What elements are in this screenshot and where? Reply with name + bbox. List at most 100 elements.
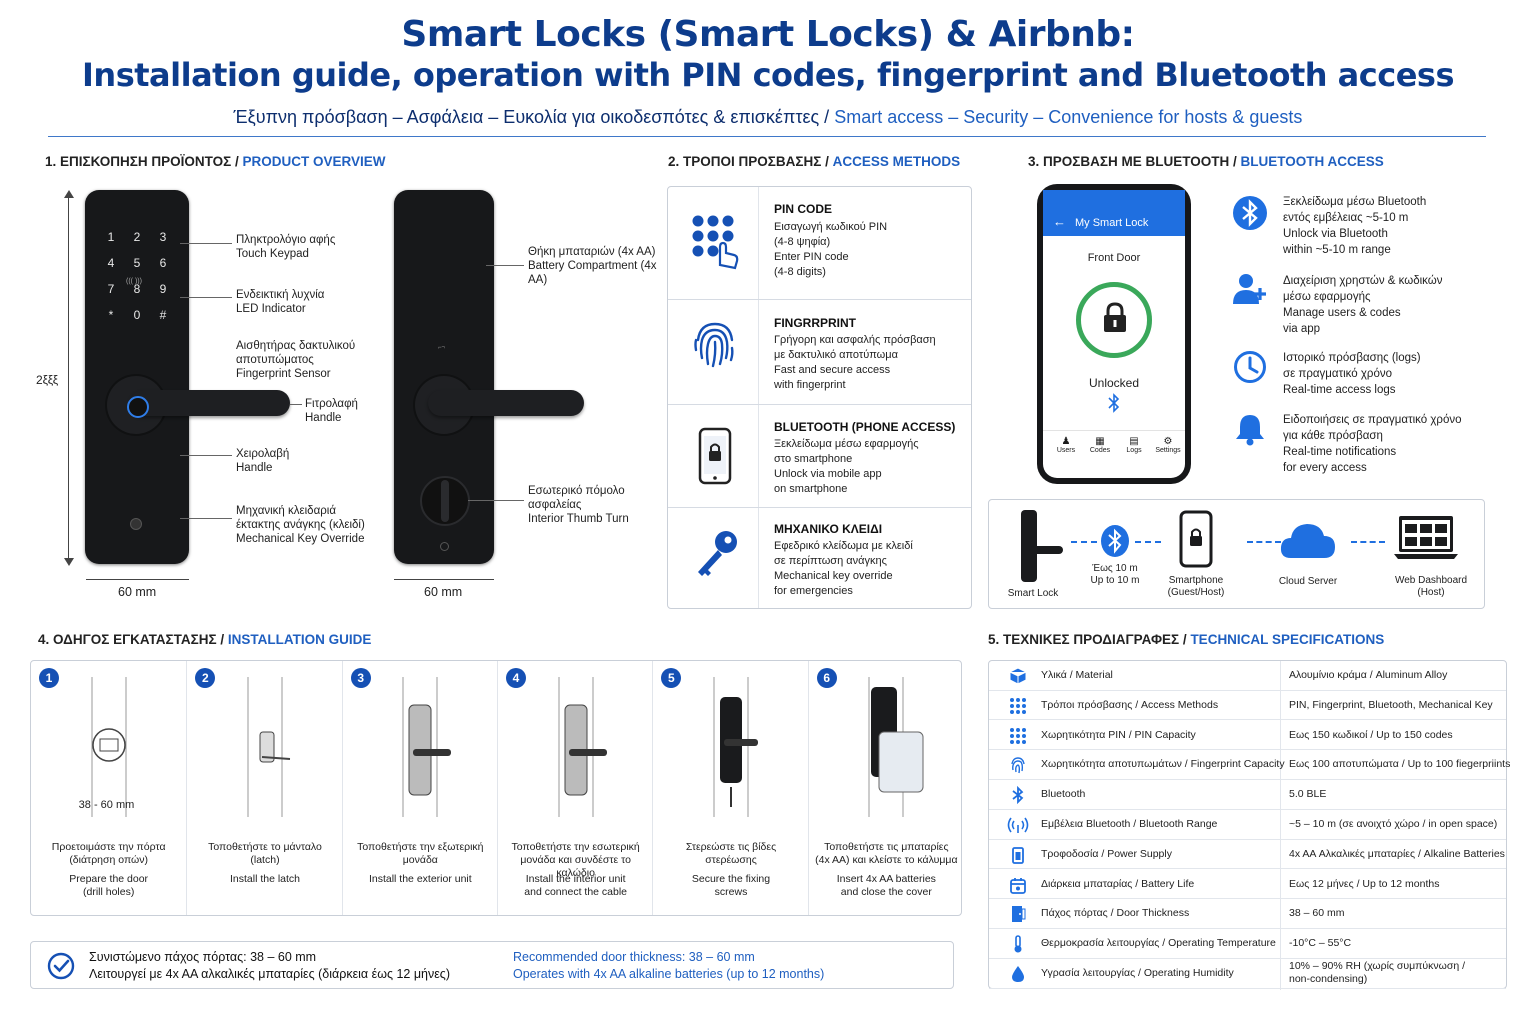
overview-heading: 1. ΕΠΙΣΚΟΠΗΣΗ ΠΡΟΪΟΝΤΟΣ / PRODUCT OVERVI… bbox=[45, 154, 386, 169]
spec-value: Εως 100 αποτυπώματα / Up to 100 fiegerpr… bbox=[1289, 758, 1511, 771]
keypad-key[interactable]: # bbox=[159, 308, 167, 322]
spec-row: Χωρητικότητα αποτυπωμάτων / Fingerprint … bbox=[989, 750, 1510, 780]
clock-icon bbox=[1234, 351, 1266, 383]
keypad-key[interactable]: * bbox=[108, 308, 114, 322]
subtitle-greek: Έξυπνη πρόσβαση – Ασφάλεια – Ευκολία για… bbox=[233, 107, 830, 127]
spec-key: Πάχος πόρτας / Door Thickness bbox=[1041, 907, 1190, 920]
fingerprint-icon bbox=[694, 322, 734, 368]
back-width-dimension-line bbox=[394, 579, 494, 580]
front-handle-lever bbox=[130, 390, 290, 416]
front-width-dimension-line bbox=[86, 579, 189, 580]
step-illustration bbox=[91, 677, 127, 817]
keypad-key[interactable]: 3 bbox=[159, 230, 167, 244]
step-illustration bbox=[402, 677, 452, 817]
spec-value: 38 – 60 mm bbox=[1289, 907, 1345, 920]
keypad-key[interactable]: 2 bbox=[133, 230, 141, 244]
door-name: Front Door bbox=[1087, 252, 1141, 264]
battery-label: ⌐¬ bbox=[438, 345, 446, 351]
tab-users[interactable]: ♟Users bbox=[1056, 436, 1076, 454]
spec-row: Τρόποι πρόσβασης / Access Methods PIN, Fi… bbox=[989, 691, 1506, 721]
keypad-key[interactable]: 9 bbox=[159, 282, 167, 296]
tab-settings[interactable]: ⚙Settings bbox=[1155, 436, 1181, 454]
keypad-key[interactable]: 7 bbox=[107, 282, 115, 296]
spec-value: 4x AA Αλκαλικές μπαταρίες / Alkaline Bat… bbox=[1289, 847, 1505, 860]
access-method-mechanical-key: ΜΗΧΑΝΙΚΟ ΚΛΕΙΔΙ Εφεδρικό κλείδωμα με κλε… bbox=[668, 508, 971, 608]
spec-key: Εμβέλεια Bluetooth / Bluetooth Range bbox=[1041, 818, 1218, 830]
spec-key: Τροφοδοσία / Power Supply bbox=[1041, 847, 1172, 860]
web-dashboard-icon bbox=[1394, 516, 1458, 559]
door-thickness-label: 38 - 60 mm bbox=[78, 799, 135, 811]
thermometer-icon bbox=[1014, 935, 1022, 953]
battery-icon bbox=[1012, 846, 1024, 864]
keypad-key[interactable]: 8 bbox=[133, 282, 141, 296]
bluetooth-circle-icon bbox=[1233, 196, 1267, 230]
add-user-icon bbox=[1233, 274, 1266, 304]
tab-codes[interactable]: ▦Codes bbox=[1089, 436, 1111, 454]
step-number-badge: 2 bbox=[195, 668, 216, 688]
signal-icon bbox=[1007, 817, 1029, 833]
reset-button bbox=[440, 542, 449, 551]
access-method-pin: PIN CODE Εισαγωγή κωδικού PIN(4-8 ψηφία)… bbox=[668, 187, 971, 299]
step-illustration bbox=[558, 677, 607, 817]
height-dimension-line bbox=[68, 192, 69, 564]
spec-row: Διάρκεια μπαταρίας / Battery Life Εως 12 … bbox=[989, 870, 1506, 900]
back-arrow-icon[interactable]: ← bbox=[1053, 214, 1066, 229]
spec-row: Θερμοκρασία λειτουργίας / Operating Temp… bbox=[989, 929, 1506, 959]
app-title: My Smart Lock bbox=[1075, 217, 1149, 229]
specs-heading: 5. ΤΕΧΝΙΚΕΣ ΠΡΟΔΙΑΓΡΑΦΕΣ / TECHNICAL SPE… bbox=[988, 632, 1385, 647]
spec-key: Διάρκεια μπαταρίας / Battery Life bbox=[1041, 877, 1195, 890]
spec-row: Τροφοδοσία / Power Supply 4x AA Αλκαλικές… bbox=[989, 840, 1506, 870]
keypad-key[interactable]: 5 bbox=[133, 256, 141, 270]
page-title-line2: Installation guide, operation with PIN c… bbox=[82, 56, 1454, 94]
spec-value: 10% – 90% RH (χωρίς συμπύκνωση /non-cond… bbox=[1289, 960, 1466, 985]
install-heading: 4. ΟΔΗΓΟΣ ΕΓΚΑΤΑΣΤΑΣΗΣ / INSTALLATION GU… bbox=[38, 632, 372, 647]
step-text-greek: Τοποθετήστε το μάνταλο(latch) bbox=[208, 841, 322, 866]
access-method-bluetooth: BLUETOOTH (PHONE ACCESS) Ξεκλείδωμα μέσω… bbox=[668, 405, 971, 507]
header-divider bbox=[48, 136, 1486, 137]
spec-key: Θερμοκρασία λειτουργίας / Operating Temp… bbox=[1041, 937, 1276, 950]
keypad-key[interactable]: 6 bbox=[159, 256, 167, 270]
tab-logs[interactable]: ▤Logs bbox=[1126, 436, 1142, 454]
spec-value: Εως 150 κωδικοί / Up to 150 codes bbox=[1289, 728, 1453, 741]
spec-value: PIN, Fingerprint, Bluetooth, Mechanical … bbox=[1289, 698, 1493, 711]
step-number-badge: 1 bbox=[39, 668, 59, 688]
keypad-key[interactable]: 4 bbox=[107, 256, 115, 270]
arrow-down-icon bbox=[64, 558, 74, 566]
spec-value: ~5 – 10 m (σε ανοιχτό χώρο / in open spa… bbox=[1289, 818, 1498, 830]
keypad-key[interactable]: 1 bbox=[107, 230, 115, 244]
check-circle-icon bbox=[47, 952, 75, 980]
padlock-icon bbox=[1104, 302, 1126, 332]
spec-key: Τρόποι πρόσβασης / Access Methods bbox=[1041, 698, 1219, 711]
step-text-english: Prepare the door(drill holes) bbox=[69, 873, 149, 898]
subtitle-english: Smart access – Security – Convenience fo… bbox=[834, 107, 1303, 127]
access-methods-panel: PIN CODE Εισαγωγή κωδικού PIN(4-8 ψηφία)… bbox=[667, 186, 972, 609]
calendar-icon bbox=[1010, 877, 1026, 894]
spec-value: -10°C – 55°C bbox=[1289, 937, 1352, 950]
callout-mechanical-key: Μηχανική κλειδαριά έκτακτης ανάγκης (κλε… bbox=[236, 505, 365, 545]
spec-value: Εως 12 μήνες / Up to 12 months bbox=[1289, 877, 1440, 890]
step-illustration bbox=[713, 677, 758, 817]
keypad-key[interactable]: 0 bbox=[133, 308, 141, 322]
